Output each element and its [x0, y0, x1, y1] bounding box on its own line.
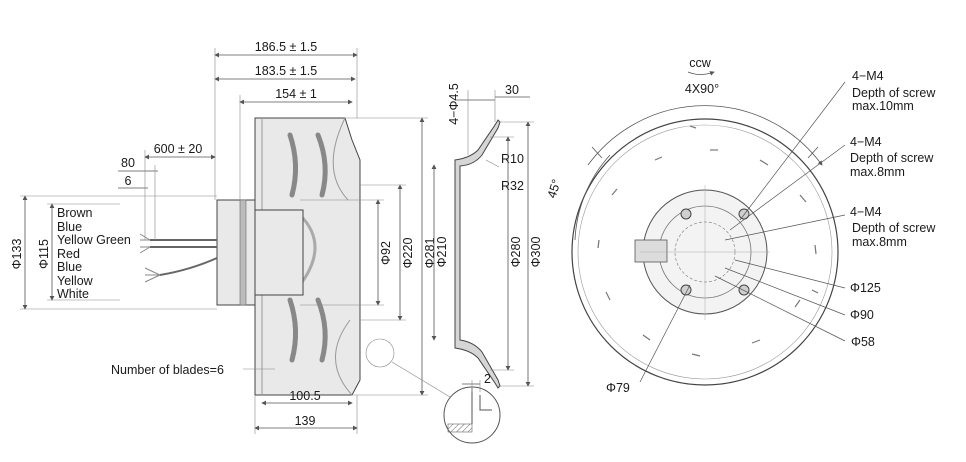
dim-30: 30: [505, 83, 519, 97]
dim-d58: Φ58: [851, 335, 875, 349]
motor-housing: [216, 199, 256, 306]
screw-c-line1: Depth of screw: [852, 221, 936, 235]
dim-d220: Φ220: [401, 238, 415, 269]
screw-c-line2: max.8mm: [852, 235, 907, 249]
pattern-label: 4X90°: [685, 82, 719, 96]
wire-label: Yellow: [57, 274, 94, 288]
screw-a-line1: Depth of screw: [852, 86, 936, 100]
blades-note: Number of blades=6: [111, 363, 224, 377]
blade-slots: [597, 125, 819, 357]
impeller-body: [254, 117, 361, 396]
dim-d300: Φ300: [529, 237, 543, 268]
detail-marker: [365, 338, 395, 368]
dim-cable-length: 600 ± 20: [154, 142, 203, 156]
dim-impeller: 154 ± 1: [275, 87, 317, 101]
dim-139: 139: [295, 414, 316, 428]
wire-label: Red: [57, 247, 80, 261]
dim-100-5: 100.5: [289, 389, 320, 403]
dim-d280: Φ280: [509, 237, 523, 268]
side-view: 186.5 ± 1.5 183.5 ± 1.5 154 ± 1 600 ± 20…: [10, 40, 456, 434]
rotation-label: ccw: [689, 56, 712, 70]
front-view: ccw 4X90° 45°: [545, 56, 937, 395]
dim-flange: 183.5 ± 1.5: [255, 64, 318, 78]
section-view: 4−Φ4.5 30 R10 R32 Φ210 Φ280 Φ300 2: [431, 83, 543, 444]
screw-c-title: 4−M4: [850, 205, 882, 219]
dim-2: 2: [484, 372, 491, 386]
dim-r10: R10: [501, 152, 524, 166]
dim-d79: Φ79: [606, 381, 630, 395]
dim-d210: Φ210: [435, 237, 449, 268]
screw-b-line1: Depth of screw: [850, 151, 934, 165]
dim-6: 6: [125, 174, 132, 188]
wire-label: Blue: [57, 220, 82, 234]
dim-r32: R32: [501, 179, 524, 193]
screw-b-title: 4−M4: [850, 135, 882, 149]
wire-label: Yellow Green: [57, 233, 131, 247]
wire-label: Brown: [57, 206, 92, 220]
angle-label: 45°: [545, 178, 564, 200]
shroud-section: [454, 119, 501, 389]
wire-label: Blue: [57, 260, 82, 274]
dim-d115: Φ115: [37, 239, 51, 269]
dim-overall: 186.5 ± 1.5: [255, 40, 318, 54]
dim-d90: Φ90: [850, 308, 874, 322]
screw-a-title: 4−M4: [852, 69, 884, 83]
dim-d92: Φ92: [379, 241, 393, 265]
dim-d125: Φ125: [850, 281, 881, 295]
screw-a-line2: max.10mm: [852, 99, 914, 113]
dim-80: 80: [121, 156, 135, 170]
dim-holes: 4−Φ4.5: [447, 83, 461, 125]
dim-d133: Φ133: [10, 239, 24, 270]
screw-b-line2: max.8mm: [850, 165, 905, 179]
rotor: [254, 209, 304, 296]
wire-label: White: [57, 287, 89, 301]
cable-gland: [634, 239, 668, 263]
